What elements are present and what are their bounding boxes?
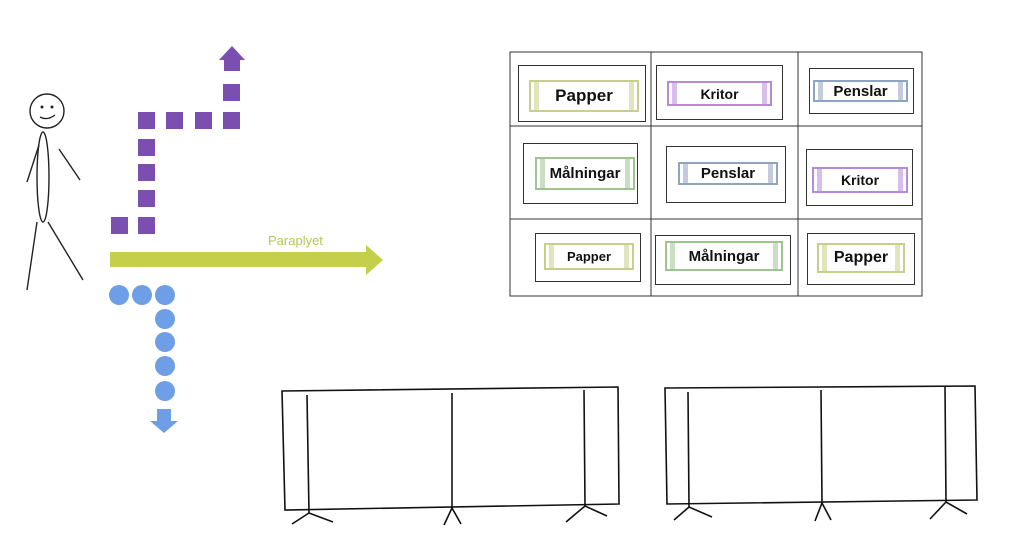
tag-stripe xyxy=(624,245,629,268)
shelf-label-tag: Målningar xyxy=(535,157,635,190)
shelf-label-text: Kritor xyxy=(840,172,880,188)
purple-square-marker xyxy=(138,164,155,181)
shelf-label-text: Målningar xyxy=(688,247,760,265)
shelf-label-tag: Papper xyxy=(544,243,634,270)
purple-square-marker xyxy=(195,112,212,129)
table-right xyxy=(664,385,978,522)
tag-stripe xyxy=(762,83,767,104)
purple-square-marker xyxy=(138,217,155,234)
tag-stripe xyxy=(670,243,675,269)
shelf-frame xyxy=(509,51,923,297)
shelf-label-text: Penslar xyxy=(700,165,756,182)
purple-arrow-head xyxy=(219,46,245,71)
shelf-label-text: Papper xyxy=(833,249,889,266)
shelf-label-text: Penslar xyxy=(833,82,888,100)
tag-stripe xyxy=(549,245,554,268)
shelf-label-tag: Kritor xyxy=(667,81,772,106)
tag-stripe xyxy=(895,245,900,271)
stick-figure xyxy=(26,93,84,291)
tag-stripe xyxy=(683,164,688,183)
blue-dot-marker xyxy=(155,332,175,352)
purple-square-marker xyxy=(111,217,128,234)
purple-square-marker xyxy=(166,112,183,129)
blue-dot-marker xyxy=(155,356,175,376)
tag-stripe xyxy=(625,159,630,188)
tag-stripe xyxy=(898,82,903,100)
shelf-label-tag: Målningar xyxy=(665,241,783,271)
purple-square-marker xyxy=(138,112,155,129)
main-arrow xyxy=(110,245,383,275)
blue-dot-marker xyxy=(155,381,175,401)
tag-stripe xyxy=(768,164,773,183)
blue-dot-marker xyxy=(155,309,175,329)
shelf-label-text: Papper xyxy=(555,86,613,105)
purple-square-marker xyxy=(138,190,155,207)
main-arrow-label: Paraplyet xyxy=(268,233,323,248)
shelf-label-tag: Papper xyxy=(529,80,639,112)
shelf-label-text: Papper xyxy=(566,249,612,264)
tag-stripe xyxy=(534,82,539,110)
shelf-label-text: Kritor xyxy=(700,85,739,102)
shelf-label-tag: Papper xyxy=(817,243,905,273)
table-left xyxy=(281,386,620,526)
tag-stripe xyxy=(629,82,634,110)
blue-dot-marker xyxy=(109,285,129,305)
shelf-label-tag: Penslar xyxy=(813,80,908,102)
tag-stripe xyxy=(898,169,903,191)
shelf-label-text: Målningar xyxy=(549,165,621,182)
shelf-label-tag: Kritor xyxy=(812,167,908,193)
purple-square-marker xyxy=(223,84,240,101)
purple-square-marker xyxy=(138,139,155,156)
tag-stripe xyxy=(817,169,822,191)
shelf-label-tag: Penslar xyxy=(678,162,778,185)
tag-stripe xyxy=(818,82,823,100)
purple-square-marker xyxy=(223,112,240,129)
tag-stripe xyxy=(672,83,677,104)
tag-stripe xyxy=(773,243,778,269)
blue-dot-marker xyxy=(132,285,152,305)
tag-stripe xyxy=(822,245,827,271)
blue-arrow-head xyxy=(150,409,178,433)
blue-dot-marker xyxy=(155,285,175,305)
tag-stripe xyxy=(540,159,545,188)
